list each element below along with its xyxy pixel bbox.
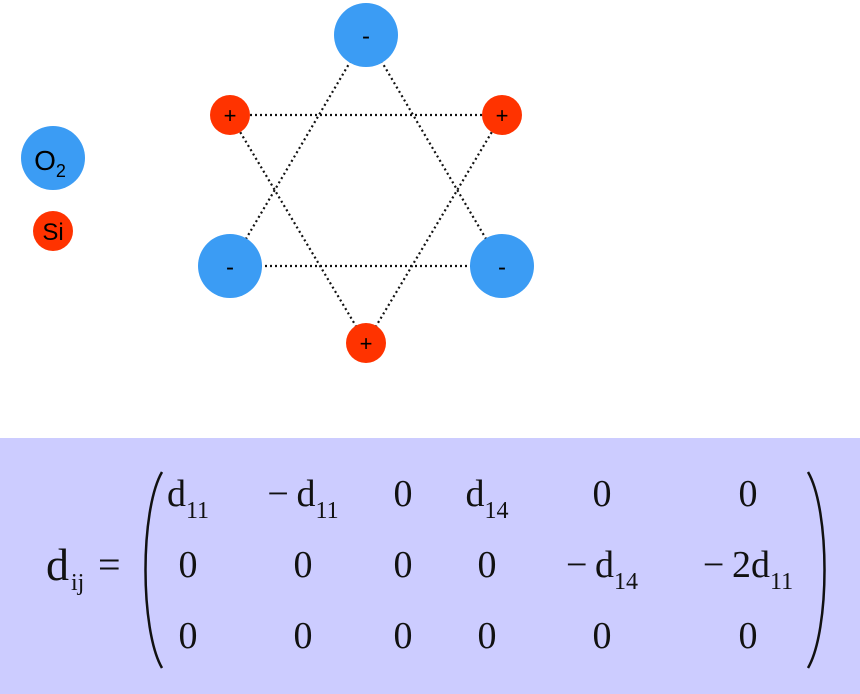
matrix-cell: 0 <box>178 615 198 657</box>
oxygen-sign: - <box>226 254 234 281</box>
silicon-sign: + <box>360 331 373 356</box>
formula-lhs: dij <box>46 542 84 606</box>
oxygen-atom-right: - <box>470 234 534 298</box>
legend-silicon: Si <box>33 211 73 251</box>
svg-text:O2: O2 <box>34 145 66 181</box>
matrix-cell: d14 <box>465 473 509 524</box>
matrix-cell: 0 <box>477 544 497 586</box>
matrix-right-paren <box>806 471 826 669</box>
lattice-diagram: - - - + + + O2 Si <box>21 3 534 363</box>
oxygen-sign: - <box>498 254 506 281</box>
matrix-cell: 0 <box>477 615 497 657</box>
bond-right-plus-to-bottom-plus <box>365 114 503 344</box>
legend-oxygen: O2 <box>21 126 85 190</box>
matrix-cell: 0 <box>393 615 413 657</box>
bond-lines <box>229 34 503 344</box>
formula-panel <box>0 438 860 694</box>
silicon-atom-bottom: + <box>346 323 386 363</box>
oxygen-sign: - <box>362 23 370 50</box>
matrix-cell: 0 <box>393 473 413 515</box>
silicon-atom-right: + <box>482 95 522 135</box>
oxygen-atom-top: - <box>334 3 398 67</box>
bond-left-plus-to-bottom-plus <box>229 114 367 344</box>
matrix-cell: 0 <box>393 544 413 586</box>
matrix-cell: − 2d11 <box>702 544 794 595</box>
matrix-cell: 0 <box>592 615 612 657</box>
matrix-cell: − d14 <box>565 544 639 595</box>
matrix-cell: 0 <box>293 615 313 657</box>
silicon-atom-left: + <box>210 95 250 135</box>
formula-equals: = <box>98 542 121 587</box>
matrix-left-paren <box>144 471 164 669</box>
formula-lhs-symbol: d <box>46 539 69 590</box>
legend-silicon-label: Si <box>42 219 63 246</box>
silicon-sign: + <box>224 103 237 128</box>
legend-oxygen-subscript: 2 <box>56 161 66 181</box>
matrix-cell: 0 <box>293 544 313 586</box>
matrix-cell: 0 <box>178 544 198 586</box>
matrix-cell: − d11 <box>267 473 339 524</box>
formula-lhs-subscript: ij <box>71 570 85 596</box>
matrix-cell: d11 <box>166 473 210 524</box>
oxygen-atom-left: - <box>198 234 262 298</box>
matrix-cell: 0 <box>592 473 612 515</box>
matrix-cell: 0 <box>738 473 758 515</box>
matrix-cell: 0 <box>738 615 758 657</box>
silicon-sign: + <box>496 103 509 128</box>
legend-oxygen-label: O <box>34 145 56 176</box>
